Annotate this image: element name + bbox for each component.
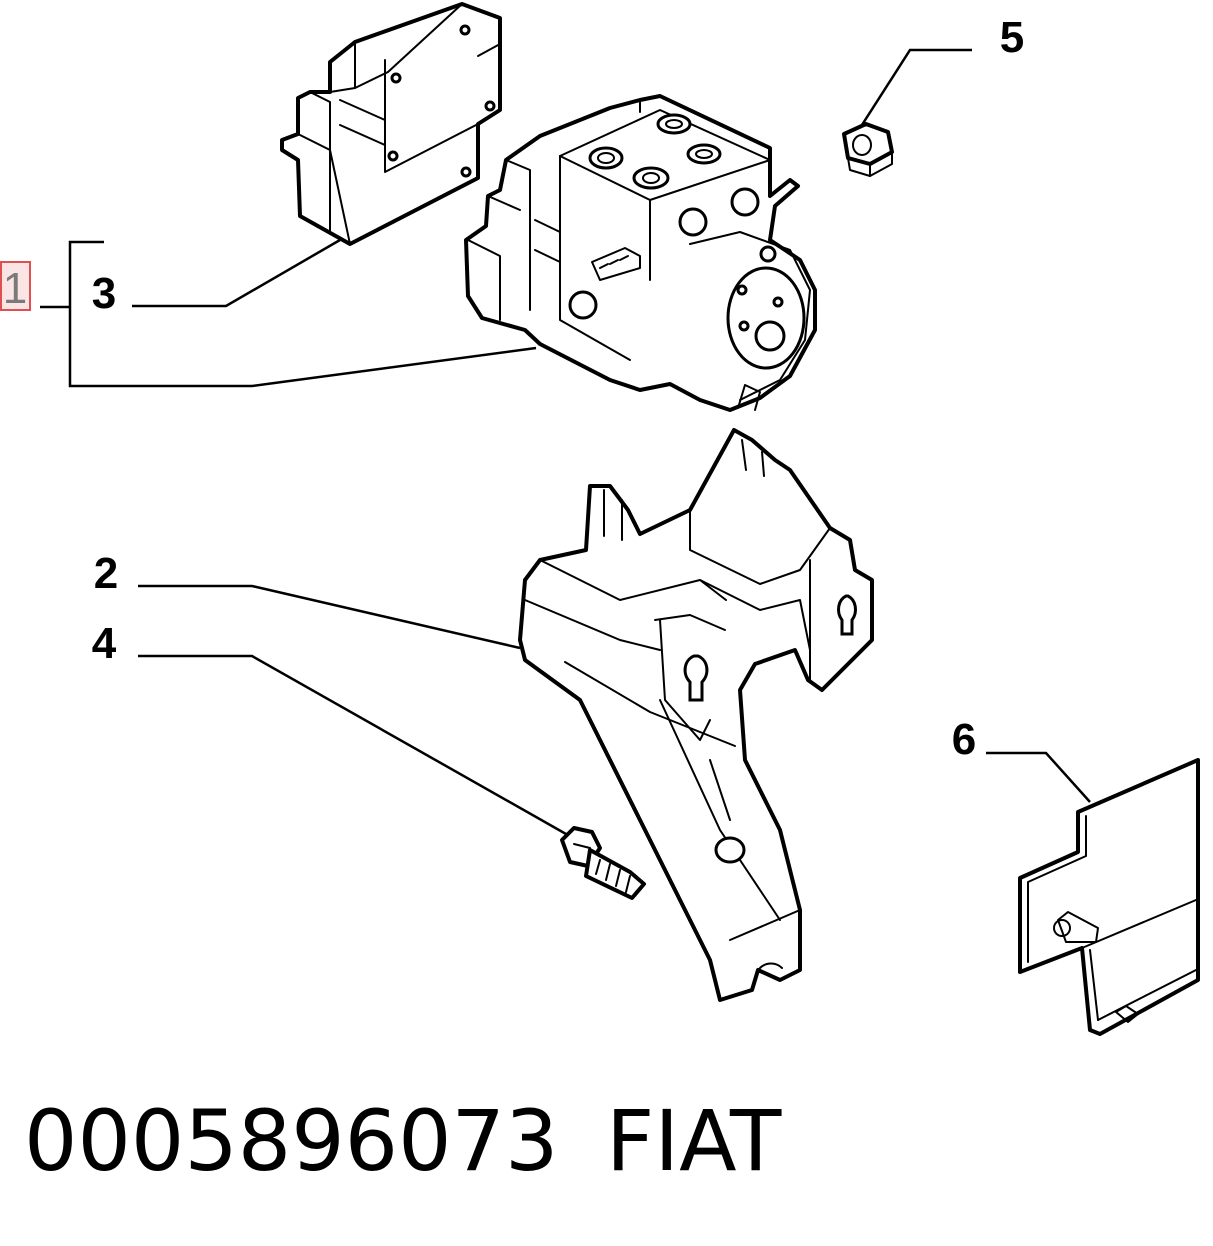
footer: 0005896073 FIAT (24, 1092, 782, 1190)
callout-labels: 1 3 5 2 4 6 (0, 13, 1024, 764)
leader-4 (138, 654, 567, 836)
callout-5[interactable]: 5 (1000, 13, 1024, 62)
leader-3 (132, 238, 341, 308)
part-5-nut (842, 122, 894, 177)
callout-6[interactable]: 6 (952, 715, 976, 764)
callout-1[interactable]: 1 (3, 264, 27, 313)
leader-2 (138, 584, 521, 650)
callout-3[interactable]: 3 (92, 269, 116, 318)
part-2-mounting-bracket (518, 428, 874, 1002)
part-1-abs-hydraulic-unit (464, 94, 817, 412)
leader-1 (68, 240, 537, 388)
callout-4[interactable]: 4 (92, 619, 117, 668)
leader-lines (40, 48, 1091, 836)
part-number: 0005896073 (24, 1092, 558, 1190)
leader-5 (858, 48, 972, 129)
callout-2[interactable]: 2 (94, 549, 118, 598)
callout-1-highlight (0, 261, 31, 311)
leader-6 (986, 751, 1091, 803)
brand-name: FIAT (606, 1092, 782, 1190)
part-3-ecu-module (280, 2, 502, 246)
part-6-shield-plate (1018, 758, 1200, 1036)
part-4-bolt (560, 826, 646, 900)
